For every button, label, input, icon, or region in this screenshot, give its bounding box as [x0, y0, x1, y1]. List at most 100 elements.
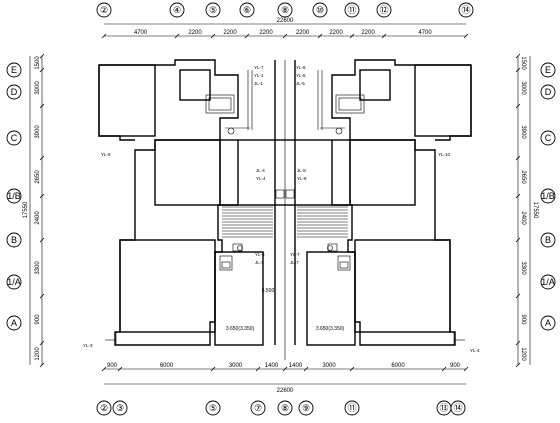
right-axis-label: 1/A [541, 277, 555, 287]
top-axis-circle [376, 2, 392, 18]
left-axis-circle [6, 84, 22, 100]
elevation-stair: 5.500 [262, 288, 275, 294]
bottom-axis-label: ⑤ [209, 403, 217, 413]
top-axis-label: ⑧ [281, 5, 289, 15]
top-axis-circle [96, 2, 112, 18]
left-axis-label: 1/A [7, 277, 21, 287]
right-axis-circle [540, 188, 556, 204]
left-dim-3: 2650 [35, 170, 41, 184]
top-axis-circle [277, 2, 293, 18]
building-outline [98, 59, 472, 360]
bottom-axis-label: ③ [116, 403, 124, 413]
tag-jl7: JL-7 [290, 260, 299, 265]
tag-yl9: YL-9 [101, 152, 111, 157]
top-axis-3: ⑥ [239, 2, 255, 18]
bottom-axis-5: ⑨ [298, 400, 314, 416]
stair-treads [222, 206, 348, 238]
bottom-axis-label: ⑬ [439, 403, 448, 413]
elevation-left-kitchen: 3.650(3.350) [226, 326, 255, 332]
bottom-axis-circle [450, 400, 466, 416]
bottom-dim-2: 3000 [229, 363, 243, 369]
top-dim-6: 2200 [361, 30, 375, 36]
tag-yl1: YL-1 [254, 73, 264, 78]
bottom-dim-0: 900 [107, 363, 118, 369]
bottom-overall-dimension: 22600 [277, 388, 294, 394]
right-axis-1: D [540, 84, 556, 100]
left-axis-1: D [6, 84, 22, 100]
left-axis-circle [6, 315, 22, 331]
top-dim-0: 4700 [134, 30, 148, 36]
right-dim-6: 900 [520, 314, 526, 325]
bottom-axis-6: ⑪ [344, 400, 360, 416]
tag-yl7-mid: YL-7 [290, 252, 300, 257]
tag-yl3-bottom: YL-3 [83, 343, 93, 348]
tag-yl4: YL-4 [256, 176, 266, 181]
left-axis-label: E [11, 65, 17, 75]
top-axis-7: ⑫ [376, 2, 392, 18]
left-dim-4: 2400 [35, 211, 41, 225]
top-axis-circle [344, 2, 360, 18]
right-axis-label: D [545, 87, 552, 97]
left-dim-5: 3300 [35, 261, 41, 275]
top-axis-5: ⑩ [312, 2, 328, 18]
bottom-axis-circle [250, 400, 266, 416]
top-dim-3: 2200 [259, 30, 273, 36]
left-axis-label: B [11, 235, 17, 245]
bottom-axis-1: ③ [112, 400, 128, 416]
right-axis-5: 1/A [540, 274, 556, 290]
top-axis-circle [205, 2, 221, 18]
bottom-axis-2: ⑤ [205, 400, 221, 416]
elevation-right-kitchen: 3.650(3.350) [316, 326, 345, 332]
bottom-axis-circle [112, 400, 128, 416]
left-dim-6: 900 [35, 314, 41, 325]
right-axis-0: E [540, 62, 556, 78]
top-dim-5: 2200 [329, 30, 343, 36]
bottom-axis-label: ② [100, 403, 108, 413]
left-axis-label: A [11, 318, 17, 328]
left-axis-6: A [6, 315, 22, 331]
bottom-axis-circle [96, 400, 112, 416]
bottom-axis-label: ⑧ [281, 403, 289, 413]
tag-yl7-top: YL-7 [254, 65, 264, 70]
right-dim-0: 1500 [520, 56, 526, 70]
right-axis-label: B [545, 235, 551, 245]
top-axis-8: ⑭ [458, 2, 474, 18]
right-axis-6: A [540, 315, 556, 331]
bottom-axis-label: ⑭ [453, 403, 462, 413]
right-axis-4: B [540, 232, 556, 248]
left-axis-label: 1/B [7, 191, 21, 201]
right-axis-label: E [545, 65, 551, 75]
left-dim-7: 1200 [35, 347, 41, 361]
right-axis-circle [540, 62, 556, 78]
top-dim-1: 2200 [188, 30, 202, 36]
bottom-dim-6: 6000 [391, 363, 405, 369]
bottom-dim-5: 3000 [322, 363, 336, 369]
left-axis-circle [6, 188, 22, 204]
right-axis-label: 1/B [541, 191, 555, 201]
top-overall-dimension: 22600 [277, 18, 294, 24]
top-axis-1: ④ [169, 2, 185, 18]
top-dim-7: 4700 [418, 30, 432, 36]
top-axis-label: ⑤ [209, 5, 217, 15]
bottom-axis-7: ⑬ [436, 400, 452, 416]
left-dim-1: 3000 [35, 81, 41, 95]
tag-jl4: JL-4 [256, 168, 265, 173]
tag-yl8: YL-8 [297, 176, 307, 181]
tag-jl1: JL-1 [254, 81, 263, 86]
left-axis-circle [6, 62, 22, 78]
bottom-axis-circle [277, 400, 293, 416]
bottom-dim-1: 6000 [160, 363, 174, 369]
right-axis-circle [540, 130, 556, 146]
right-axis-circle [540, 232, 556, 248]
right-axis-3: 1/B [540, 188, 556, 204]
right-axis-circle [540, 274, 556, 290]
top-axis-label: ⑥ [243, 5, 251, 15]
right-dim-5: 3300 [520, 261, 526, 275]
left-axis-5: 1/A [6, 274, 22, 290]
